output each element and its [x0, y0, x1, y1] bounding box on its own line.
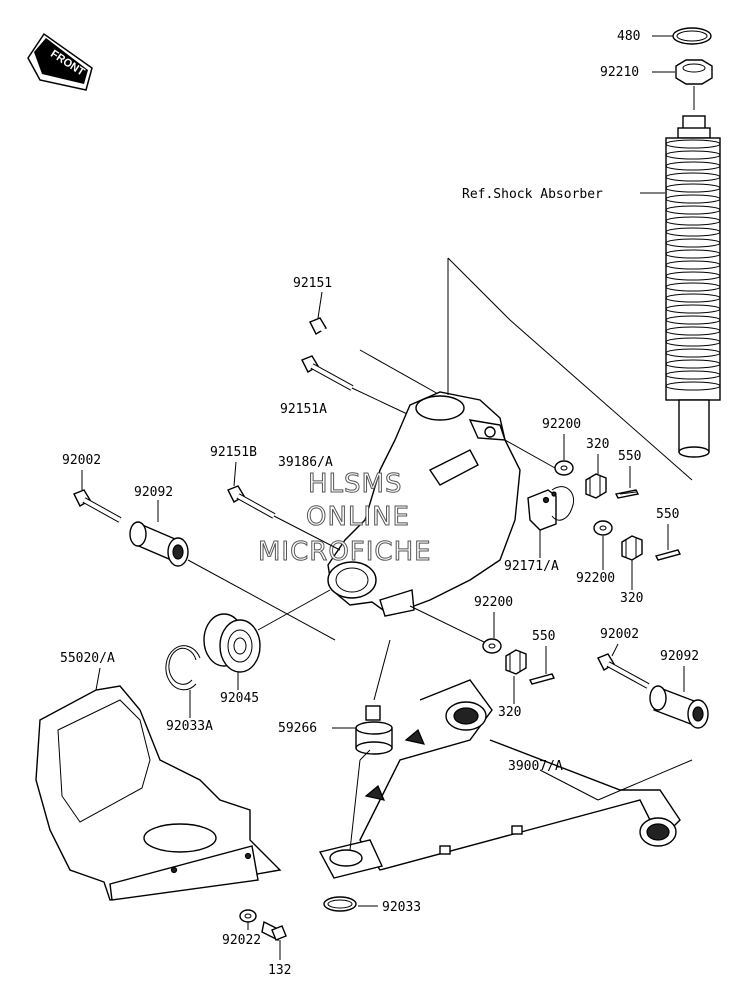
cotter-pin-550-top	[614, 489, 640, 499]
bolt-132	[261, 920, 287, 960]
label-320-mid: 320	[620, 591, 643, 606]
spring-coil	[665, 216, 721, 226]
label-92200-top: 92200	[542, 417, 581, 432]
spring-coil	[665, 194, 721, 204]
circlip-480	[652, 27, 712, 45]
bolt-92002-left	[73, 489, 122, 523]
label-92210: 92210	[600, 65, 639, 80]
label-92151A: 92151A	[280, 402, 327, 417]
label-92151B: 92151B	[210, 445, 257, 460]
spring-coil	[665, 293, 721, 303]
skid-plate-55020	[35, 667, 282, 901]
label-550-low: 550	[532, 629, 555, 644]
label-92045: 92045	[220, 691, 259, 706]
watermark-line1: HLSMS	[308, 469, 402, 499]
spring-coil	[665, 370, 721, 380]
steering-knuckle-39186	[327, 257, 693, 617]
nut-92210	[652, 59, 713, 110]
spring-coil	[665, 326, 721, 336]
label-55020A: 55020/A	[60, 651, 115, 666]
bushing-92092-left	[129, 521, 336, 641]
label-480: 480	[617, 29, 640, 44]
label-92022: 92022	[222, 933, 261, 948]
nut-320-low	[505, 649, 527, 675]
nut-320-top	[585, 473, 607, 499]
cotter-pin-550-mid	[654, 549, 682, 561]
spring-coil	[665, 161, 721, 171]
clip-92033	[323, 896, 378, 912]
washer-92200-mid	[593, 520, 613, 536]
label-320-low: 320	[498, 705, 521, 720]
spring-coil	[665, 150, 721, 160]
label-320-top: 320	[586, 437, 609, 452]
clip-92033A	[165, 645, 201, 691]
bracket-92171A	[527, 486, 574, 531]
spring-coil	[665, 359, 721, 369]
spring-coil	[665, 348, 721, 358]
label-92092-right: 92092	[660, 649, 699, 664]
shock-absorber	[640, 115, 721, 458]
spring-coil	[665, 271, 721, 281]
label-550-top: 550	[618, 449, 641, 464]
watermark-line3: MICROFICHE	[258, 537, 432, 567]
bolt-92151	[309, 317, 441, 396]
label-59266: 59266	[278, 721, 317, 736]
spring-coil	[665, 282, 721, 292]
washer-92200-top	[504, 439, 574, 476]
washer-92200-low	[409, 605, 502, 654]
spring-coil	[665, 260, 721, 270]
bolt-92002-right	[597, 653, 650, 689]
washer-92022	[239, 909, 257, 930]
label-92002-left: 92002	[62, 453, 101, 468]
label-shock-ref: Ref.Shock Absorber	[462, 187, 603, 202]
spring-coil	[665, 381, 721, 391]
ball-joint-59266	[332, 639, 393, 755]
spring-coil	[665, 139, 721, 149]
label-92002-right: 92002	[600, 627, 639, 642]
bolt-92151B	[227, 485, 341, 551]
label-92200-low: 92200	[474, 595, 513, 610]
spring-coil	[665, 183, 721, 193]
label-39007A: 39007/A	[508, 759, 563, 774]
a-arm-39007	[318, 679, 693, 879]
label-132: 132	[268, 963, 291, 978]
bearing-92045	[203, 589, 331, 673]
shock-spring-coils	[665, 139, 721, 391]
spring-coil	[665, 238, 721, 248]
spring-coil	[665, 249, 721, 259]
spring-coil	[665, 315, 721, 325]
spring-coil	[665, 304, 721, 314]
spring-coil	[665, 337, 721, 347]
label-92092-left: 92092	[134, 485, 173, 500]
label-92033A: 92033A	[166, 719, 213, 734]
label-92171A: 92171/A	[504, 559, 559, 574]
label-92200-mid: 92200	[576, 571, 615, 586]
label-550-mid: 550	[656, 507, 679, 522]
spring-coil	[665, 227, 721, 237]
label-92033: 92033	[382, 900, 421, 915]
label-92151: 92151	[293, 276, 332, 291]
watermark-line2: ONLINE	[306, 502, 410, 532]
nut-320-mid	[621, 535, 643, 561]
spring-coil	[665, 205, 721, 215]
cotter-pin-550-low	[528, 673, 556, 685]
bushing-92092-right	[649, 685, 709, 729]
label-39186A: 39186/A	[278, 455, 333, 470]
front-arrow-icon: FRONT	[27, 32, 93, 91]
spring-coil	[665, 172, 721, 182]
